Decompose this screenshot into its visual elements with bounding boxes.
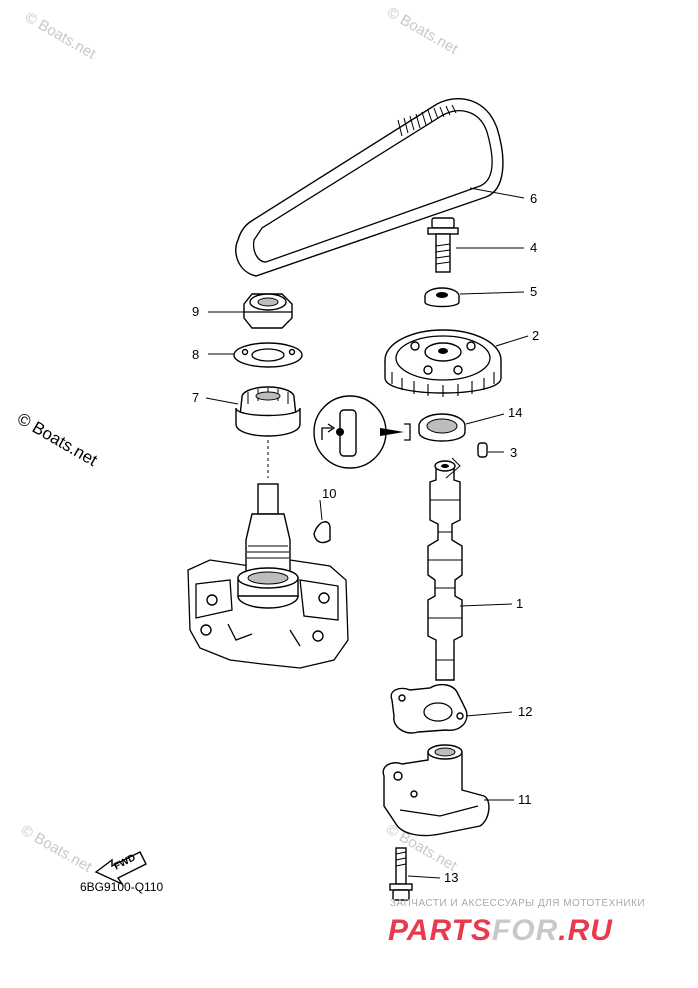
callout-4: 4 [530, 240, 537, 255]
crank-sprocket-7 [235, 386, 301, 437]
callout-9: 9 [192, 304, 199, 319]
promo-tagline: ЗАПЧАСТИ И АКСЕССУАРЫ ДЛЯ МОТОТЕХНИКИ [390, 898, 645, 909]
callout-3: 3 [510, 445, 517, 460]
bolt-13 [389, 847, 413, 901]
watermark-bottom-left: © Boats.net [18, 822, 95, 876]
camshaft [427, 460, 463, 681]
detail-inset [313, 395, 411, 469]
cam-sprocket [384, 329, 502, 397]
promo-branding: ЗАПЧАСТИ И АКСЕССУАРЫ ДЛЯ МОТОТЕХНИКИ PA… [388, 898, 645, 947]
callout-numbers: 1 2 3 4 5 6 7 8 9 10 11 12 13 14 [192, 191, 539, 885]
callout-1: 1 [516, 596, 523, 611]
callout-13: 13 [444, 870, 458, 885]
callout-8: 8 [192, 347, 199, 362]
callout-12: 12 [518, 704, 532, 719]
callout-7: 7 [192, 390, 199, 405]
promo-brand-ru: .RU [558, 914, 613, 947]
bolt-4 [427, 217, 459, 273]
key-10 [313, 521, 331, 544]
watermark-top-right: © Boats.net [384, 4, 461, 58]
timing-belt [235, 97, 504, 277]
leader-lines [205, 187, 529, 879]
callout-2: 2 [532, 328, 539, 343]
callout-14: 14 [508, 405, 522, 420]
engine-block [187, 483, 349, 669]
callout-6: 6 [530, 191, 537, 206]
promo-brand-parts: PARTS [388, 914, 492, 947]
watermark-large: © Boats.net [14, 409, 101, 470]
plate-8 [233, 342, 303, 368]
callout-10: 10 [322, 486, 336, 501]
oil-pump-11 [382, 744, 490, 837]
promo-brand-for: FOR [492, 914, 558, 947]
washer-5 [424, 287, 460, 308]
diagram-code: 6BG9100-Q110 [80, 880, 163, 894]
nut-9 [243, 293, 293, 329]
oil-seal-14 [418, 413, 466, 442]
callout-5: 5 [530, 284, 537, 299]
gasket-12 [390, 683, 468, 734]
promo-brand: PARTSFOR.RU [388, 914, 613, 947]
watermark-top-left: © Boats.net [22, 9, 99, 63]
dowel-pin-3 [477, 442, 488, 458]
callout-11: 11 [518, 792, 532, 807]
